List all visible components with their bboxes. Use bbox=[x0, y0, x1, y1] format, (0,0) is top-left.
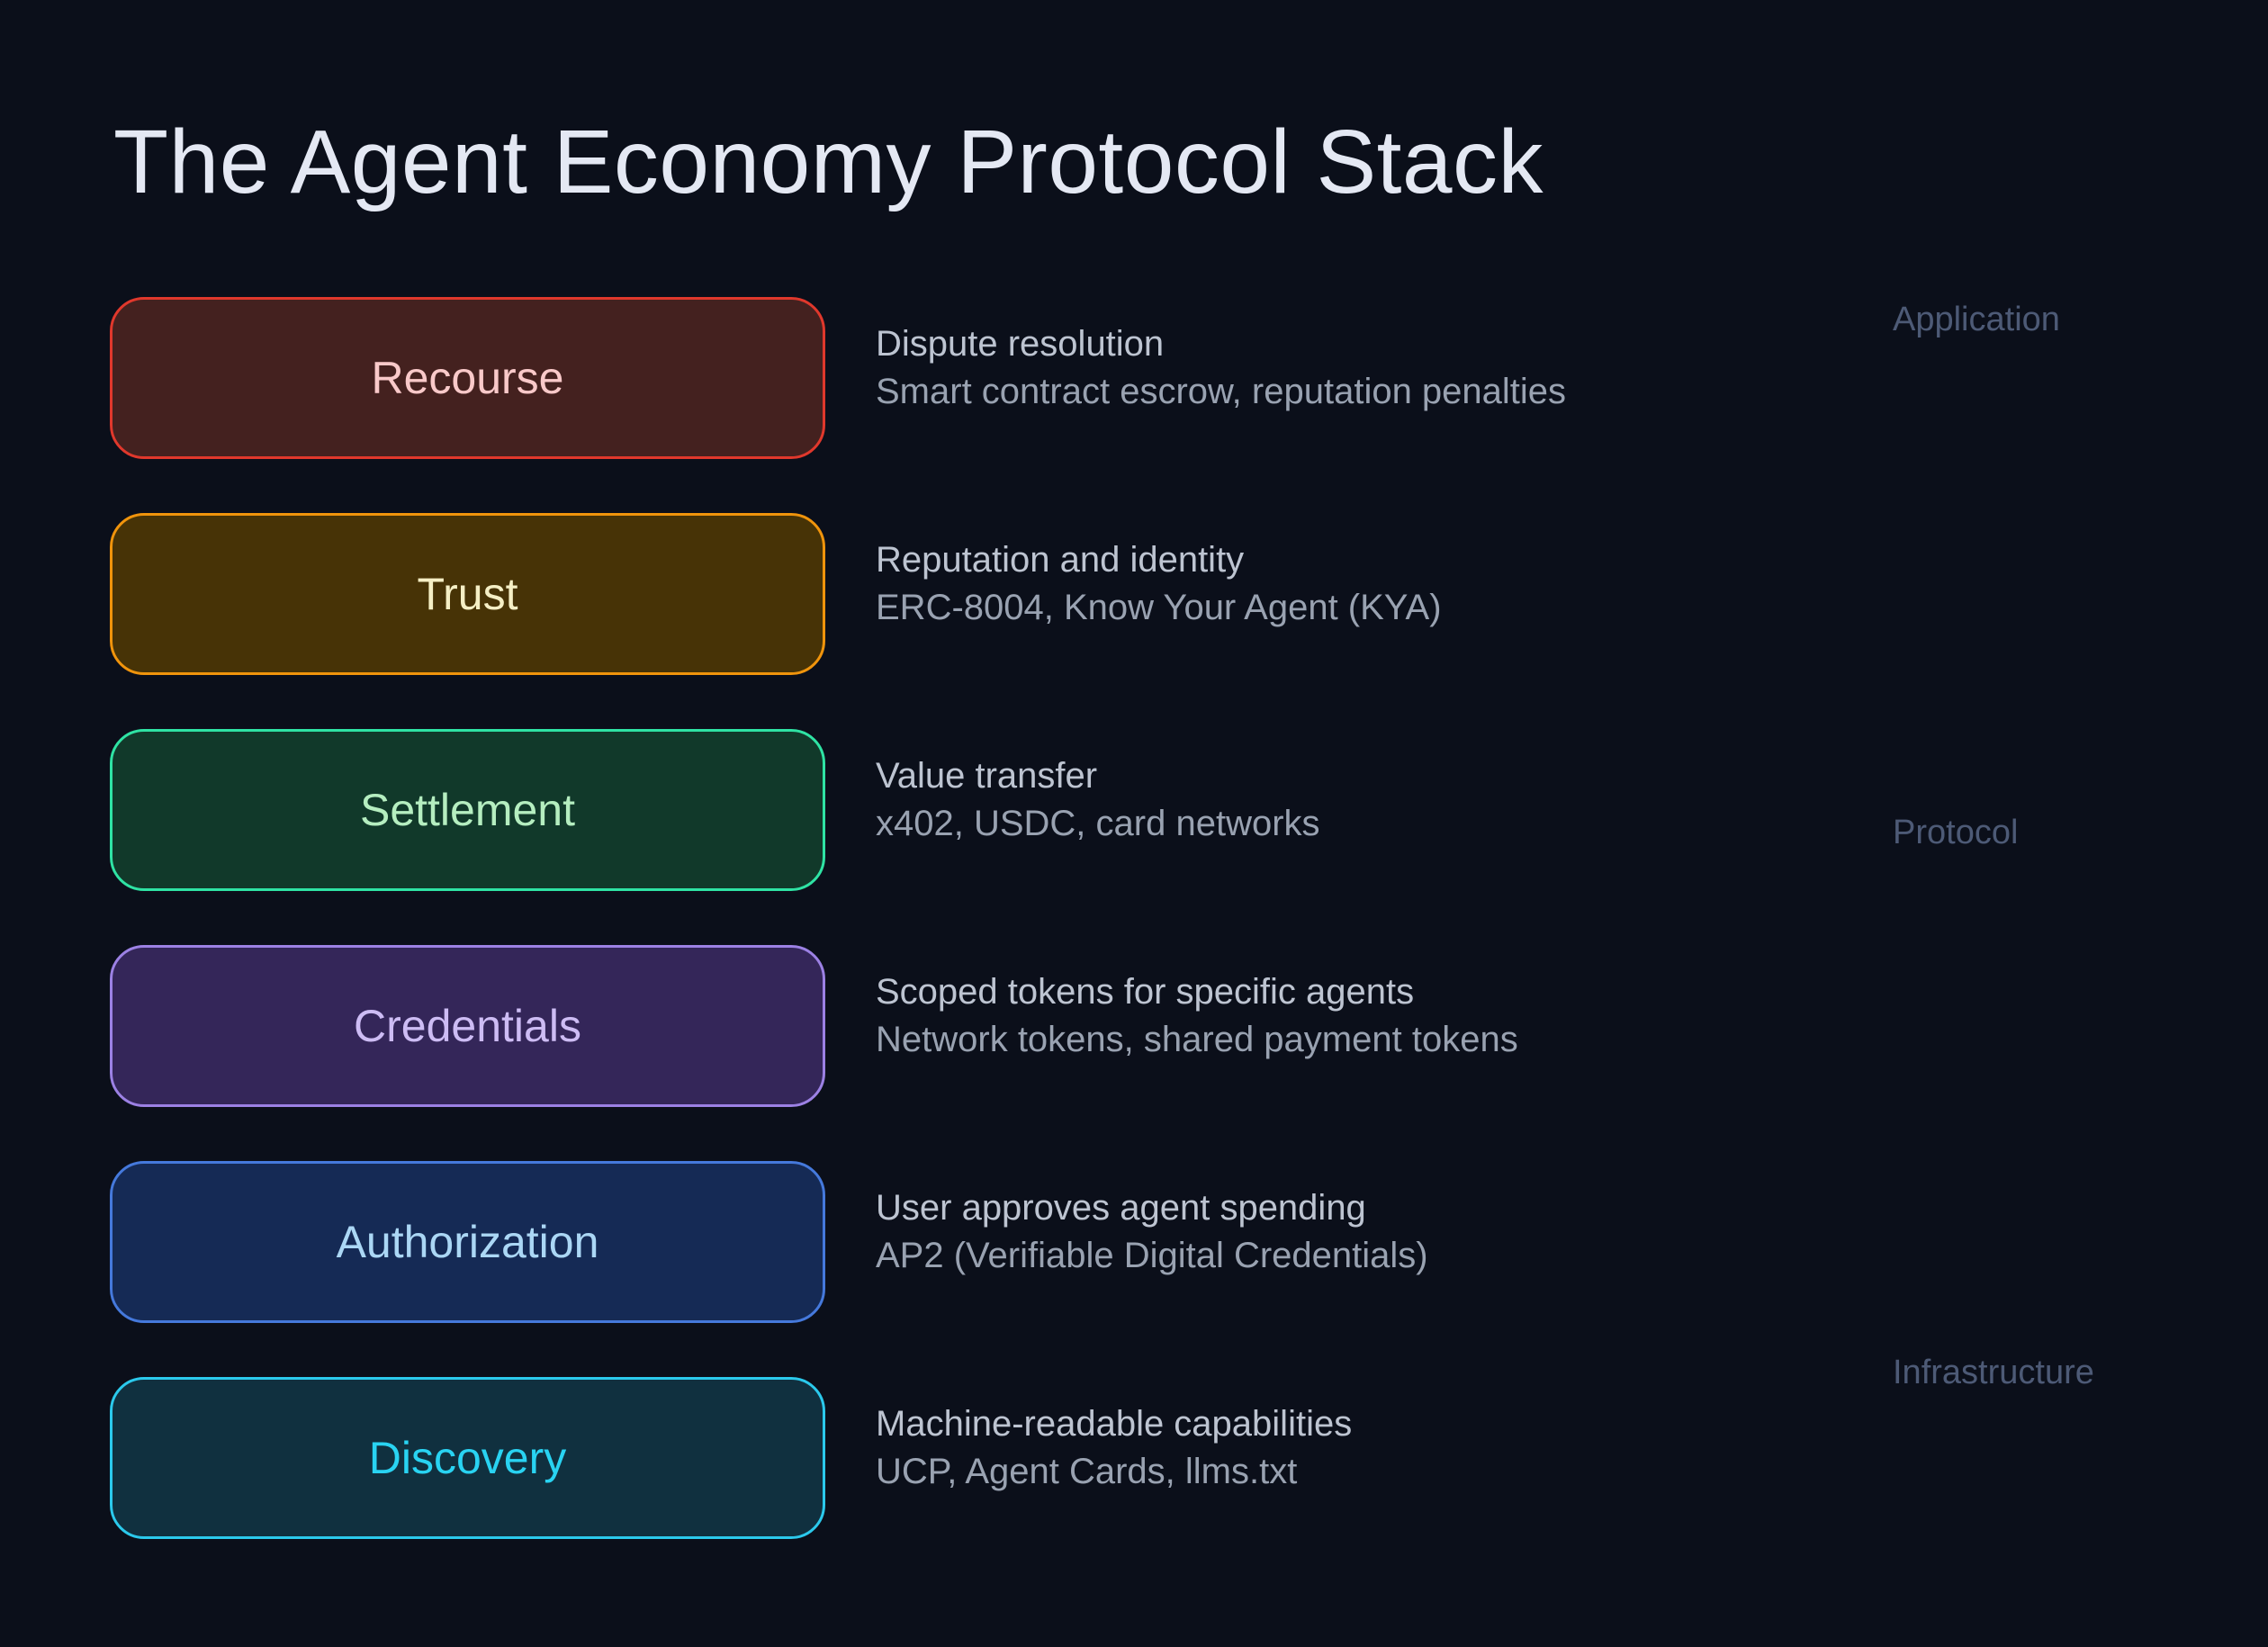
zone-label-application: Application bbox=[1893, 301, 2060, 338]
layer-row-authorization: Authorization User approves agent spendi… bbox=[110, 1161, 1566, 1323]
recourse-desc-line2: Smart contract escrow, reputation penalt… bbox=[876, 372, 1567, 411]
discovery-desc-line2: UCP, Agent Cards, llms.txt bbox=[876, 1452, 1298, 1491]
zone-label-protocol: Protocol bbox=[1893, 814, 2019, 851]
layer-row-discovery: Discovery Machine-readable capabilities … bbox=[110, 1377, 1566, 1539]
layer-row-settlement: Settlement Value transfer x402, USDC, ca… bbox=[110, 729, 1566, 891]
trust-box: Trust bbox=[110, 513, 825, 675]
credentials-desc-line1: Scoped tokens for specific agents bbox=[876, 972, 1415, 1012]
recourse-box: Recourse bbox=[110, 297, 825, 459]
authorization-label: Authorization bbox=[336, 1217, 599, 1267]
layer-row-recourse: Recourse Dispute resolution Smart contra… bbox=[110, 297, 1566, 459]
authorization-desc-line1: User approves agent spending bbox=[876, 1188, 1366, 1228]
trust-desc-line2: ERC-8004, Know Your Agent (KYA) bbox=[876, 588, 1442, 627]
discovery-label: Discovery bbox=[368, 1433, 567, 1483]
recourse-description: Dispute resolution Smart contract escrow… bbox=[876, 297, 1566, 459]
discovery-desc-line1: Machine-readable capabilities bbox=[876, 1404, 1353, 1444]
credentials-description: Scoped tokens for specific agents Networ… bbox=[876, 945, 1518, 1107]
protocol-stack: Recourse Dispute resolution Smart contra… bbox=[110, 297, 1566, 1539]
credentials-box: Credentials bbox=[110, 945, 825, 1107]
trust-description: Reputation and identity ERC-8004, Know Y… bbox=[876, 513, 1442, 675]
settlement-description: Value transfer x402, USDC, card networks bbox=[876, 729, 1320, 891]
recourse-label: Recourse bbox=[371, 353, 564, 403]
discovery-box: Discovery bbox=[110, 1377, 825, 1539]
trust-label: Trust bbox=[417, 569, 518, 619]
layer-row-trust: Trust Reputation and identity ERC-8004, … bbox=[110, 513, 1566, 675]
settlement-desc-line2: x402, USDC, card networks bbox=[876, 804, 1320, 843]
credentials-desc-line2: Network tokens, shared payment tokens bbox=[876, 1020, 1518, 1059]
zone-label-infrastructure: Infrastructure bbox=[1893, 1354, 2094, 1391]
page-title: The Agent Economy Protocol Stack bbox=[113, 112, 1544, 212]
layer-row-credentials: Credentials Scoped tokens for specific a… bbox=[110, 945, 1566, 1107]
credentials-label: Credentials bbox=[354, 1001, 581, 1051]
recourse-desc-line1: Dispute resolution bbox=[876, 324, 1165, 364]
discovery-description: Machine-readable capabilities UCP, Agent… bbox=[876, 1377, 1352, 1539]
settlement-box: Settlement bbox=[110, 729, 825, 891]
trust-desc-line1: Reputation and identity bbox=[876, 540, 1245, 580]
authorization-desc-line2: AP2 (Verifiable Digital Credentials) bbox=[876, 1236, 1428, 1275]
settlement-desc-line1: Value transfer bbox=[876, 756, 1098, 796]
authorization-box: Authorization bbox=[110, 1161, 825, 1323]
settlement-label: Settlement bbox=[359, 785, 575, 835]
authorization-description: User approves agent spending AP2 (Verifi… bbox=[876, 1161, 1428, 1323]
